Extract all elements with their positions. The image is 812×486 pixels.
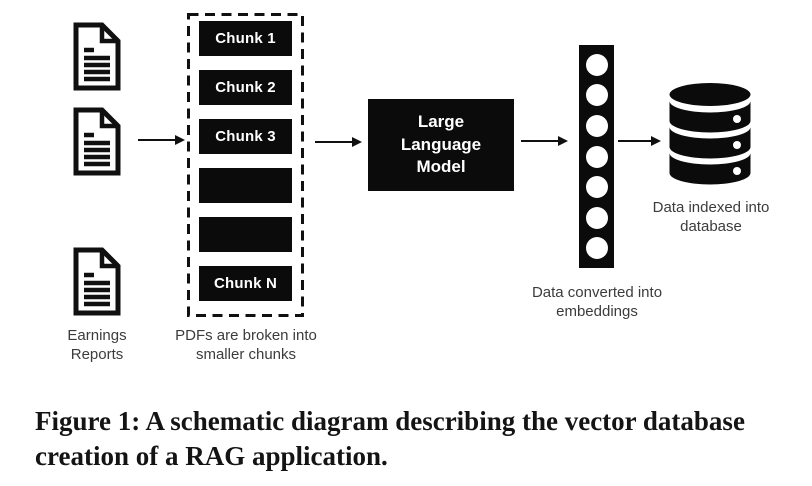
arrow-chunks-to-llm bbox=[315, 137, 362, 147]
embeddings-column bbox=[579, 45, 614, 268]
document-icon-1 bbox=[73, 22, 121, 91]
chunk-2-box: Chunk 2 bbox=[199, 70, 292, 105]
llm-label: Large Language Model bbox=[400, 112, 482, 177]
chunk-n-box: Chunk N bbox=[199, 266, 292, 301]
chunks-caption-label: PDFs are broken into smaller chunks bbox=[175, 327, 317, 363]
embedding-dot bbox=[585, 206, 608, 229]
earnings-reports-label: Earnings Reports bbox=[67, 327, 127, 363]
embedding-dot bbox=[585, 53, 608, 76]
document-icon-3 bbox=[73, 247, 121, 316]
figure-caption: Figure 1: A schematic diagram describing… bbox=[35, 404, 805, 474]
embedding-dot bbox=[585, 176, 608, 199]
figure-caption-line2: creation of a RAG application. bbox=[35, 441, 388, 472]
embedding-dot bbox=[585, 145, 608, 168]
chunks-dashed-box: Chunk 1 Chunk 2 Chunk 3 Chunk N bbox=[187, 13, 304, 317]
embeddings-label: Data converted into embeddings bbox=[531, 284, 663, 320]
chunk-stack: Chunk 1 Chunk 2 Chunk 3 Chunk N bbox=[199, 21, 292, 301]
dashed-border bbox=[187, 13, 304, 317]
chunk-3-box: Chunk 3 bbox=[199, 119, 292, 154]
arrow-embeddings-to-database bbox=[618, 136, 661, 146]
figure-caption-line1: Figure 1: A schematic diagram describing… bbox=[35, 406, 745, 436]
embedding-dot bbox=[585, 114, 608, 137]
chunk-blank-box-1 bbox=[199, 168, 292, 203]
embedding-dot bbox=[585, 237, 608, 260]
database-icon bbox=[669, 83, 751, 185]
document-icon-2 bbox=[73, 107, 121, 176]
chunk-blank-box-2 bbox=[199, 217, 292, 252]
embedding-dot bbox=[585, 84, 608, 107]
chunk-1-box: Chunk 1 bbox=[199, 21, 292, 56]
arrow-docs-to-chunks bbox=[138, 135, 185, 145]
llm-box: Large Language Model bbox=[368, 99, 514, 191]
arrow-llm-to-embeddings bbox=[521, 136, 568, 146]
database-label: Data indexed into database bbox=[652, 199, 770, 235]
